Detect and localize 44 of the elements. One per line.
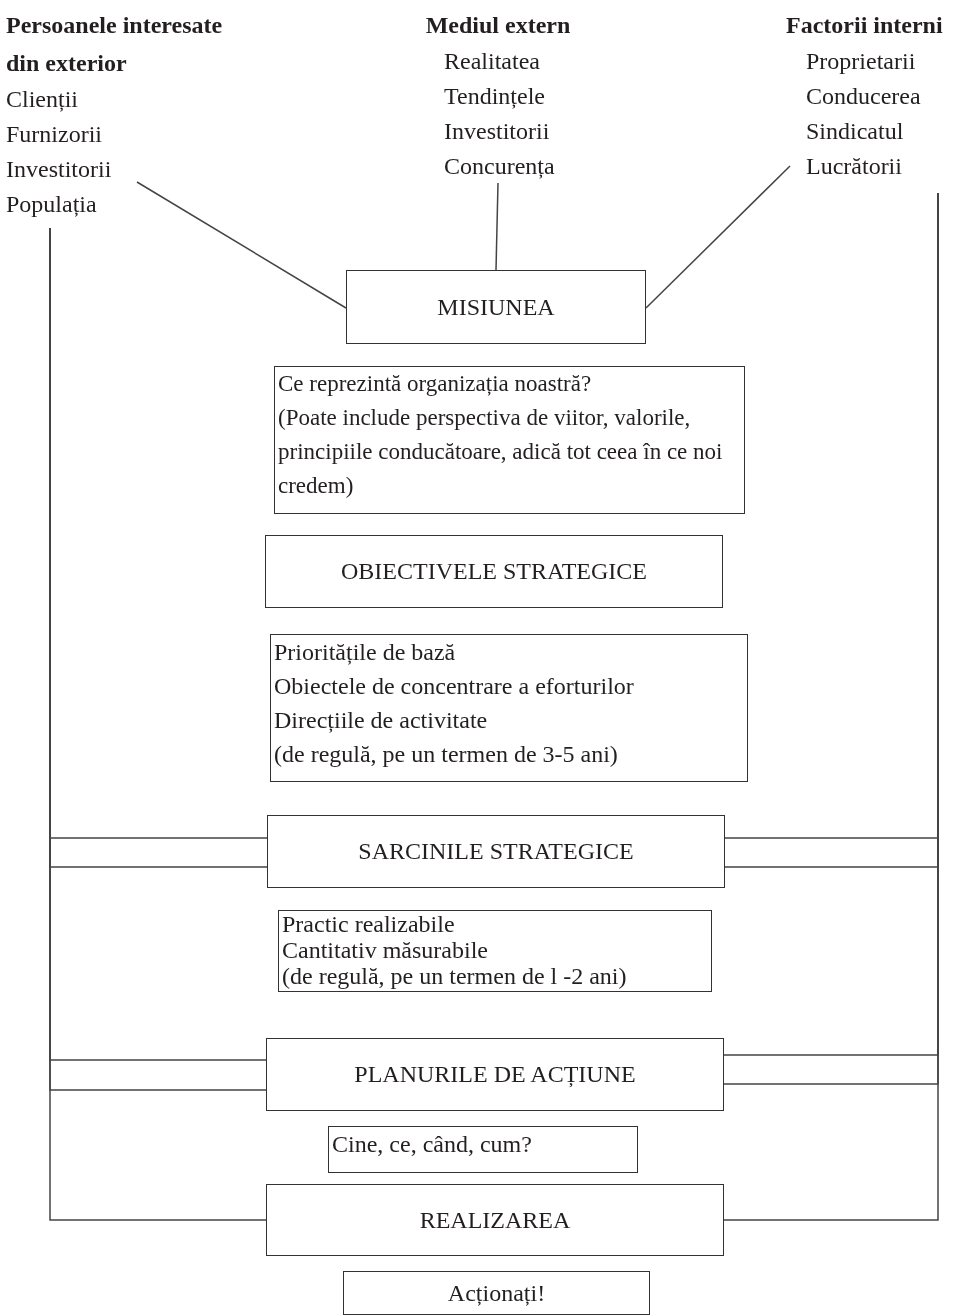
process-box <box>266 1038 724 1111</box>
list-item: Investitorii <box>443 117 551 146</box>
list-item: Clienții <box>6 85 79 114</box>
list-item: (de regulă, pe un termen de 3-5 ani) <box>274 740 619 769</box>
box-title: REALIZAREA <box>419 1205 571 1235</box>
process-box <box>267 815 725 888</box>
process-box <box>328 1126 638 1173</box>
list-item: Conducerea <box>805 82 922 111</box>
list-item: Furnizorii <box>6 120 103 149</box>
group-heading: Persoanele interesate din exterior <box>6 11 224 78</box>
connector-line <box>136 181 347 309</box>
process-box <box>278 910 712 992</box>
connector-line <box>645 165 791 309</box>
process-box <box>270 634 748 782</box>
group-heading: Factorii interni <box>786 11 944 40</box>
list-item: Cine, ce, când, cum? <box>332 1130 533 1159</box>
box-title: SARCINILE STRATEGICE <box>358 837 634 866</box>
list-item: Prioritățile de bază <box>274 638 457 667</box>
list-item: Tendințele <box>443 82 546 111</box>
list-item: (de regulă, pe un termen de l -2 ani) <box>282 963 628 989</box>
connector-line <box>495 182 499 271</box>
process-box <box>346 270 646 344</box>
list-item: Realitatea <box>443 47 541 76</box>
list-item: Cantitativ măsurabile <box>282 937 489 963</box>
list-item: Practic realizabile <box>282 911 456 937</box>
box-title: MISIUNEA <box>437 292 555 322</box>
box-text: (Poate include perspectiva de viitor, valorile, principiile conducătoare, adică tot ceea în ce noi credem) <box>278 404 724 500</box>
group-heading: Mediul extern <box>424 11 572 40</box>
list-item: Obiectele de concentrare a eforturilor <box>274 672 635 701</box>
box-title: PLANURILE DE ACȚIUNE <box>354 1060 636 1089</box>
list-item: Proprietarii <box>805 47 917 76</box>
list-item: Ce reprezintă organizația noastră? <box>278 370 593 398</box>
list-item: Lucrătorii <box>805 152 903 181</box>
process-box <box>265 535 723 608</box>
box-title: Acționați! <box>447 1278 546 1308</box>
list-item: Populația <box>6 190 98 219</box>
process-box <box>266 1184 724 1256</box>
list-item: Direcțiile de activitate <box>274 706 489 735</box>
list-item: Sindicatul <box>805 117 905 146</box>
list-item: Investitorii <box>6 155 113 184</box>
process-box <box>274 366 745 514</box>
process-box <box>343 1271 650 1315</box>
list-item: Concurența <box>443 152 556 181</box>
box-title: OBIECTIVELE STRATEGICE <box>341 557 647 586</box>
